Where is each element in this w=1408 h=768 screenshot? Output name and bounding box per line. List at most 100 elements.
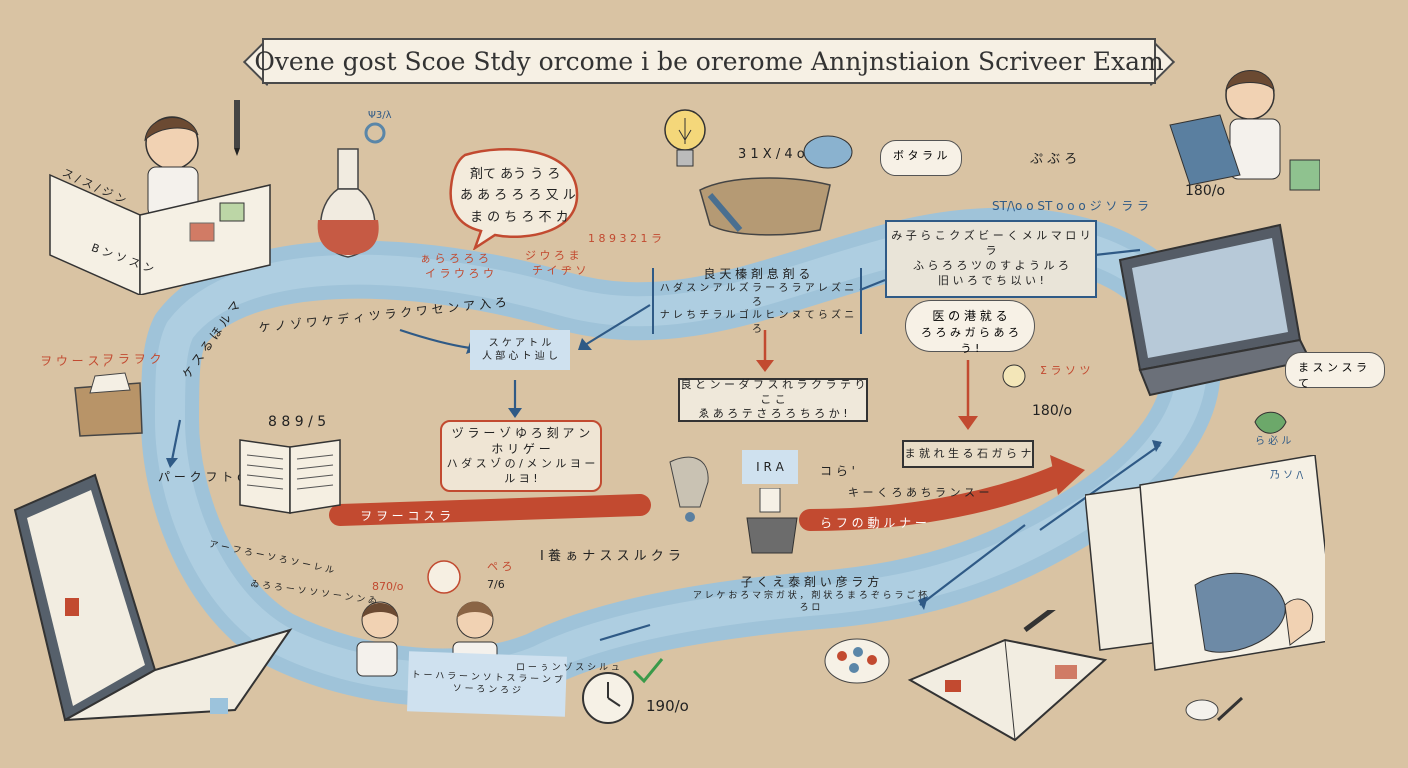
- center-task-line-1: 良 天 榛 剤 息 剤 る: [703, 266, 811, 281]
- speech-line-1: 剤て あう う ろ: [470, 167, 561, 182]
- orange-head-2: [958, 416, 978, 430]
- blue-head-8: [166, 458, 178, 468]
- speech-line-3: ま の ち ろ 不 カ: [470, 210, 569, 225]
- blue-arrow-8: [170, 419, 182, 461]
- notebook-illustration: [13, 473, 293, 722]
- right-info-box-line-2: ふ ら ろ ろ ツ の す よ う ル ろ: [913, 259, 1069, 272]
- bottom-line-label: ロ ー ぅ ン ゾ ス シ ル ュ: [516, 663, 620, 673]
- goal-line-3: ハ ダ ス ゾ の / メ ン ル ヨ ー ル ヨ !: [446, 457, 596, 486]
- scatter-right: ら 必 ル: [1255, 436, 1292, 447]
- red-speech-bubble: [449, 147, 579, 250]
- right-edge-bubble-text: ま ス ン ス ラ て: [1298, 361, 1367, 390]
- orange-head-1: [756, 360, 774, 372]
- center-task-line-3: ナ レ ち チ ラ ル ゴ ル ヒ ン ヌ て ら ズ ニ ろ: [659, 310, 855, 335]
- gear-doodle-icon: [364, 122, 386, 144]
- right-info-box: み 子 ら こ ク ズ ビ ー く メ ル マ ロ リ ラ ふ ら ろ ろ ツ …: [885, 220, 1097, 298]
- clock-icon: [582, 672, 634, 724]
- pencil-icon: [234, 100, 240, 156]
- highlight-goal-box: ヅ ラ ー ゾ ゆ ろ 刻 ア ン ホ リ ゲ ー ハ ダ ス ゾ の / メ …: [440, 420, 602, 492]
- eraser-icon: [1185, 696, 1244, 722]
- left-path-label: パ ー ク フ ト o: [158, 470, 245, 484]
- top-right-bubble-text: ボ タ ラ ル: [893, 149, 948, 162]
- motivation-line-1: 医 の 港 就 る: [932, 309, 1008, 323]
- red-arrow-right: [799, 464, 1071, 531]
- left-label-1: ヲ ウ ー ス ,: [40, 354, 108, 368]
- beaker-top-label: Ψ3/λ: [368, 110, 392, 121]
- bottom-right-task-text: ま 就 れ 生 る 石 ガ ら ナ: [904, 446, 1032, 460]
- book-icon: [239, 439, 341, 514]
- blue-row-top: ST/\o o ST o o o ジ ソ ラ ラ: [992, 199, 1150, 213]
- review-line-1: 良 と ン ー ダ フ ス れ ラ ク ラ テ り こ こ: [680, 377, 866, 406]
- blue-head-3: [578, 338, 592, 350]
- book-label: 8 8 9 / 5: [268, 414, 327, 430]
- green-paper-icon: [1254, 411, 1287, 434]
- student-reading-illustration: [49, 116, 271, 295]
- under-bubble-label-1: ぁ ら ろ ろ ろ: [420, 252, 489, 265]
- center-tag: I R A: [742, 450, 798, 484]
- red-arrow-right-label: ら フ の 動 ル ナ ー: [820, 516, 927, 530]
- path-river-inner: [154, 221, 1207, 693]
- lightbulb-icon: [664, 109, 706, 167]
- blue-arrow-7: [919, 524, 1026, 606]
- label-ok-2: キ ー く ろ あ ち ラ ン ス ー: [848, 486, 990, 499]
- small-step-box: ス ケ ア ト ル 人 部 心 ト 辿 し: [470, 330, 570, 370]
- review-box: 良 と ン ー ダ フ ス れ ラ ク ラ テ り こ こ ゑ あ ろ テ さ …: [678, 378, 868, 422]
- blue-head-7: [918, 596, 928, 610]
- review-line-2: ゑ あ ろ テ さ ろ ろ ち ろ か !: [698, 407, 848, 421]
- bottom-mid-label-1: I 養 ぁ ナ ス ス ル ク ラ: [540, 549, 681, 564]
- blue-head-2: [508, 408, 522, 418]
- note-a-1: ジ ウ ろ ま: [525, 249, 580, 262]
- under-bubble-label-2: イ ラ ウ ろ ウ: [425, 267, 494, 280]
- desk-papers-illustration: [699, 177, 831, 236]
- label-small-left-bottom-2: 7/6: [487, 578, 505, 591]
- red-arrow-left: [329, 494, 651, 526]
- thought-bubble-icon: [427, 560, 461, 594]
- pct-bottom-left: 870/o: [372, 580, 404, 593]
- red-arrow-left-label: ヲ ヲ ー コ ス ラ: [360, 509, 452, 523]
- document-stack-illustration: [1085, 455, 1325, 671]
- blue-arrow-4: [859, 278, 886, 292]
- note-a-2: チ イ ヂ ソ: [532, 264, 587, 277]
- bottom-plan-text: ト ー ハ ラ ー ン ソ ト ス ラ ー ン ブ ソ ー ろ ン ろ ジ: [411, 670, 564, 697]
- blue-arrow-9: [599, 623, 651, 642]
- scatter-right-2: 乃 ソ /\: [1270, 470, 1304, 481]
- left-label-2: ヲ ラ ヲ ク: [102, 352, 162, 366]
- bottom-notebook-illustration: [907, 610, 1108, 742]
- bottom-right-steps-2: ア レ ケ お ろ マ 宗 ガ 状 ， 剤 状 ろ ま ろ ぞ ら ラ ご 杯 …: [692, 590, 928, 614]
- bulb-label: 3 1 X / 4 o: [738, 147, 805, 162]
- pct-bottom: 190/o: [646, 697, 689, 715]
- title-banner: Ovene gost Scoe Stdy orcome i be orerome…: [242, 37, 1176, 87]
- speech-line-2: あ あ ろ ろ ろ 又 ル: [460, 188, 576, 203]
- small-step-line-2: 人 部 心 ト 辿 し: [482, 351, 558, 362]
- ornament-right: Σ ラ ソ ツ: [1040, 364, 1091, 377]
- bottom-right-steps: 子 く え 泰 剤 い 彦 ラ 方 ア レ ケ お ろ マ 宗 ガ 状 ， 剤 …: [690, 574, 930, 614]
- right-info-box-line-3: 旧 い ろ で ち 以 い !: [938, 273, 1044, 287]
- page-title: Ovene gost Scoe Stdy orcome i be orerome…: [254, 46, 1164, 76]
- red-arrow-right-head: [1050, 455, 1085, 495]
- center-task-line-2: ハ ダ ス ン ア ル ズ ラ ー ろ ラ ア レ ズ ニ ろ: [659, 283, 855, 308]
- blue-arrow-6: [1039, 444, 1161, 531]
- blue-arrow-3: [584, 304, 651, 346]
- motivation-bubble: 医 の 港 就 る ろ ろ み ガ ら あ ろ う !: [905, 300, 1035, 355]
- check-mark-icon: [632, 658, 664, 684]
- label-small-left-bottom: ペ ろ: [487, 560, 513, 573]
- laptop-icon: [1118, 223, 1310, 397]
- small-step-line-1: ス ケ ア ト ル: [488, 337, 552, 349]
- bottom-right-steps-1: 子 く え 泰 剤 い 彦 ラ 方: [740, 574, 880, 589]
- bag-illustration: [74, 372, 143, 437]
- right-info-box-line-1: み 子 ら こ ク ズ ビ ー く メ ル マ ロ リ ラ: [891, 229, 1091, 258]
- pct-top-right: 180/o: [1185, 183, 1226, 199]
- blue-arrow-5: [1094, 248, 1141, 257]
- student-laptop-illustration: [1169, 70, 1320, 191]
- palette-icon: [824, 638, 890, 684]
- goal-line-1: ヅ ラ ー ゾ ゆ ろ 刻 ア ン: [451, 425, 591, 440]
- beaker-icon: [317, 148, 379, 258]
- blue-arrow-1: [399, 328, 471, 350]
- stationery-illustration: [669, 456, 709, 522]
- goal-line-2: ホ リ ゲ ー: [491, 442, 551, 457]
- motivation-line-2: ろ ろ み ガ ら あ ろ う !: [921, 326, 1019, 355]
- bottom-right-task-box: ま 就 れ 生 る 石 ガ ら ナ: [902, 440, 1034, 468]
- pct-right-mid: 180/o: [1032, 403, 1073, 419]
